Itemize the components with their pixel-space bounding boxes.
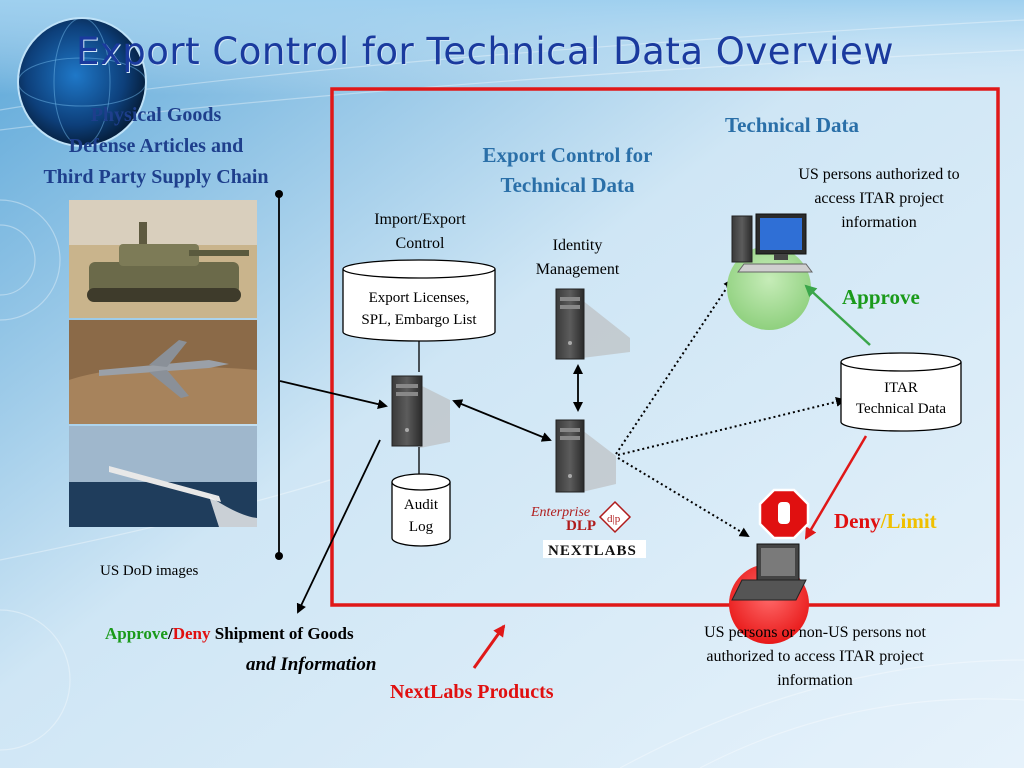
missile-photo	[69, 426, 257, 527]
tank-photo	[69, 200, 257, 318]
logo-dlp-text: DLP	[566, 518, 596, 534]
shipment-label: Approve/Deny Shipment of Goods	[105, 624, 354, 644]
logo-enterprise-text: Enterprise	[530, 505, 590, 520]
import-export-label: Import/Export Control	[345, 208, 495, 256]
enterprise-dlp-logo: Enterprise DLP d|p	[530, 500, 632, 534]
heading-line: Export Control for	[482, 143, 653, 167]
audit-log-database	[391, 473, 451, 547]
label-line: SPL, Embargo List	[361, 312, 477, 328]
and-information-label: and Information	[246, 654, 377, 675]
export-licenses-database	[342, 259, 496, 342]
label-line: Import/Export	[374, 211, 466, 228]
logo-nextlabs-text: NEXTLABS	[548, 543, 637, 559]
label-line: Identity	[552, 237, 603, 254]
audit-log-label: Audit Log	[392, 494, 450, 538]
label-line: information	[777, 672, 853, 689]
label-line: US persons or non-US persons not	[704, 624, 926, 641]
label-line: Log	[408, 519, 434, 535]
itar-technical-data-database	[840, 352, 962, 432]
label-line: Audit	[403, 497, 439, 513]
licenses-label: Export Licenses, SPL, Embargo List	[343, 287, 495, 331]
nextlabs-logo: NEXTLABS	[543, 540, 646, 559]
technical-data-frame	[330, 87, 1000, 607]
label-line: authorized to access ITAR project	[706, 648, 924, 665]
laptop-computer-icon	[731, 543, 807, 601]
nextlabs-products-label: NextLabs Products	[390, 681, 554, 703]
deny-limit-label: Deny/Limit	[834, 509, 937, 534]
approve-text: Approve	[105, 624, 168, 643]
heading-line: Defense Articles and	[68, 135, 244, 157]
stop-sign-icon	[758, 488, 810, 540]
dlp-server-icon	[555, 419, 616, 493]
identity-management-label: Identity Management	[505, 234, 650, 282]
label-line: US persons authorized to	[798, 166, 960, 183]
deny-text: Deny	[834, 509, 881, 533]
image-credit: US DoD images	[100, 563, 199, 579]
deny-text: Deny	[172, 624, 211, 643]
shipment-text: Shipment of Goods	[210, 624, 354, 643]
authorized-users-label: US persons authorized to access ITAR pro…	[770, 163, 988, 235]
svg-text:d|p: d|p	[607, 513, 621, 525]
limit-text: /Limit	[880, 509, 937, 533]
globe-icon	[17, 17, 147, 147]
physical-goods-heading: Physical Goods Defense Articles and Thir…	[6, 100, 306, 193]
heading-line: Physical Goods	[90, 104, 222, 126]
label-line: information	[841, 214, 917, 231]
slide-title: Export Control for Technical Data Overvi…	[76, 30, 894, 73]
label-line: access ITAR project	[814, 190, 944, 207]
heading-line: Technical Data	[500, 173, 635, 197]
import-export-server-icon	[391, 375, 450, 448]
fighter-jet-photo	[69, 320, 257, 424]
heading-line: Third Party Supply Chain	[43, 166, 269, 188]
itar-label: ITAR Technical Data	[841, 378, 961, 420]
export-control-heading: Export Control for Technical Data	[445, 140, 690, 200]
approve-label: Approve	[842, 285, 920, 309]
desktop-computer-icon	[731, 213, 813, 273]
label-line: ITAR	[884, 380, 918, 396]
label-line: Technical Data	[855, 401, 947, 417]
technical-data-heading: Technical Data	[692, 110, 892, 140]
label-line: Export Licenses,	[368, 290, 470, 306]
label-line: Management	[535, 261, 620, 278]
label-line: Control	[395, 235, 445, 252]
unauthorized-users-label: US persons or non-US persons not authori…	[660, 621, 970, 693]
heading-line: Technical Data	[725, 113, 859, 137]
slash-text: /	[167, 624, 173, 643]
identity-server-icon	[555, 288, 630, 360]
